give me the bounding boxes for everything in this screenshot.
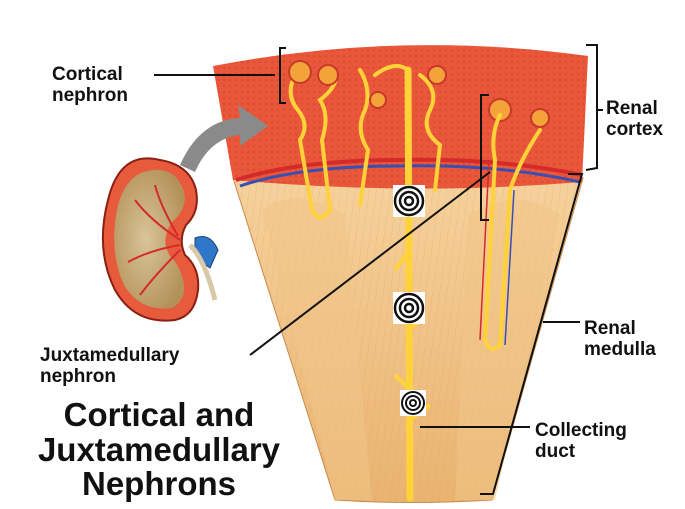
target-icon [400,390,426,416]
target-icon [393,185,425,217]
kidney-illustration [103,158,218,320]
label-collecting-duct: Collecting duct [535,420,627,463]
label-renal-medulla: Renal medulla [584,318,656,361]
collecting-duct-tube [408,70,410,498]
label-cortical-nephron: Cortical nephron [52,64,128,107]
target-icon [393,292,425,324]
label-renal-cortex: Renal cortex [606,98,663,141]
label-juxtamedullary-nephron: Juxtamedullary nephron [40,345,179,388]
diagram-title: Cortical and Juxtamedullary Nephrons [4,398,314,502]
